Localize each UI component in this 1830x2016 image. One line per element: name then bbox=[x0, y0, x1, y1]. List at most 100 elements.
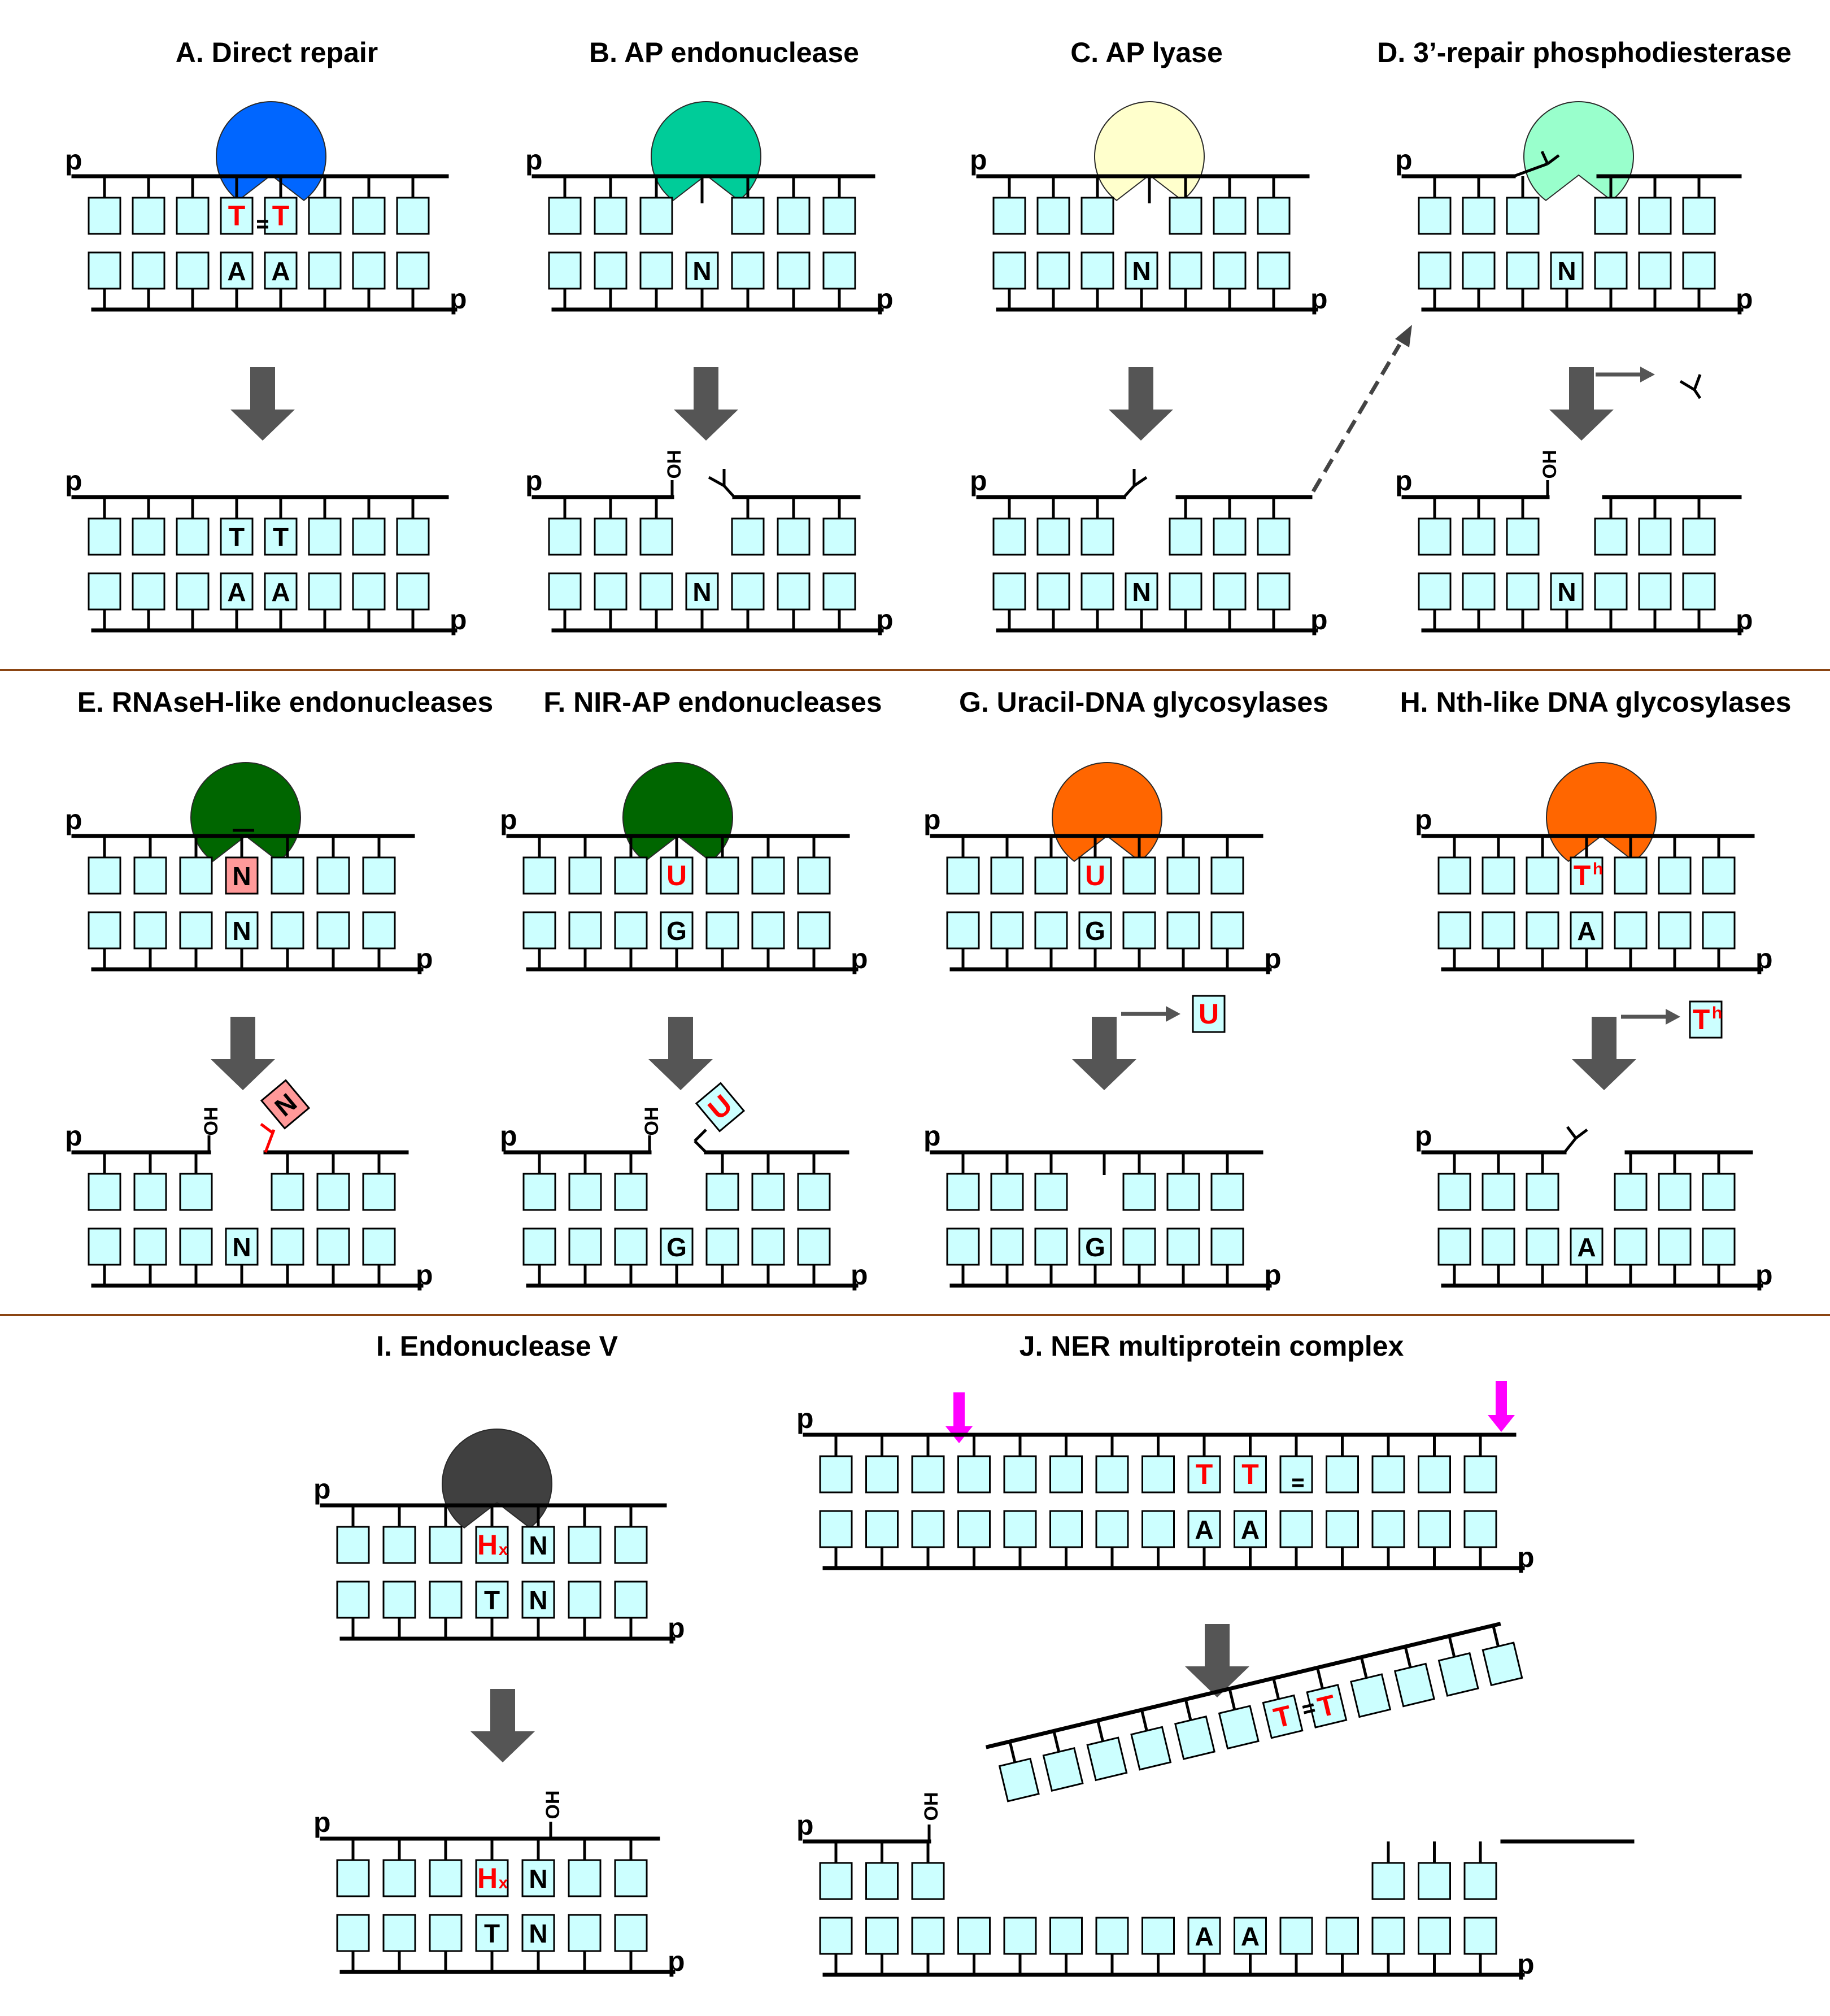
base bbox=[568, 1173, 602, 1211]
base-box bbox=[751, 1173, 785, 1211]
base bbox=[1034, 1227, 1068, 1266]
rna-link bbox=[260, 1123, 273, 1134]
base-box bbox=[382, 1914, 416, 1952]
base bbox=[362, 911, 396, 950]
base bbox=[132, 251, 165, 290]
base bbox=[1350, 1673, 1392, 1718]
panel-title: C. AP lyase bbox=[1070, 37, 1223, 68]
base: N bbox=[1550, 572, 1584, 611]
base bbox=[396, 517, 430, 556]
base bbox=[316, 911, 350, 950]
panel-title: I. Endonuclease V bbox=[376, 1330, 618, 1362]
base bbox=[316, 1173, 350, 1211]
base bbox=[797, 1227, 831, 1266]
base-box bbox=[1192, 995, 1226, 1033]
base-box bbox=[475, 1580, 509, 1619]
base-box bbox=[865, 1917, 899, 1955]
base: U bbox=[1192, 995, 1226, 1033]
base bbox=[132, 197, 165, 235]
base: N bbox=[685, 251, 719, 290]
base-subscript: h bbox=[1593, 860, 1603, 878]
base bbox=[396, 572, 430, 611]
dRP-stub bbox=[1133, 476, 1148, 487]
duplex-b-after: Npp bbox=[525, 465, 894, 635]
base-box bbox=[614, 1173, 648, 1211]
base bbox=[990, 856, 1024, 895]
base-box bbox=[220, 197, 254, 235]
base-box bbox=[1034, 911, 1068, 950]
base-box bbox=[521, 1526, 555, 1564]
strand-end-label: p bbox=[65, 465, 82, 497]
base-box bbox=[1506, 197, 1540, 235]
base-box bbox=[176, 572, 210, 611]
base-box bbox=[1570, 856, 1604, 895]
process-arrow bbox=[470, 1689, 535, 1762]
base bbox=[179, 856, 213, 895]
base-box bbox=[1122, 856, 1156, 895]
base-box bbox=[1257, 572, 1291, 611]
duplex-c-after: Npp bbox=[970, 465, 1328, 635]
hydroxyl-label: OH bbox=[542, 1791, 564, 1819]
base bbox=[1166, 911, 1200, 950]
strand-end-label: p bbox=[1264, 1259, 1282, 1291]
base bbox=[1213, 251, 1247, 290]
base-box bbox=[705, 1227, 739, 1266]
base-box bbox=[1702, 911, 1736, 950]
base-box bbox=[88, 517, 121, 556]
base bbox=[1526, 1173, 1559, 1211]
base bbox=[133, 1173, 167, 1211]
base bbox=[271, 1227, 304, 1266]
base-box bbox=[1257, 197, 1291, 235]
base-box bbox=[220, 572, 254, 611]
base bbox=[614, 856, 648, 895]
base-box bbox=[568, 1859, 602, 1897]
base-box bbox=[957, 1510, 991, 1548]
base-box bbox=[1122, 911, 1156, 950]
base-box bbox=[264, 251, 298, 290]
base-box bbox=[548, 251, 582, 290]
enzyme-icon bbox=[190, 762, 302, 862]
base-box bbox=[1689, 1000, 1723, 1039]
base-box bbox=[685, 572, 719, 611]
base-box bbox=[614, 1914, 648, 1952]
base-box bbox=[1371, 1917, 1405, 1955]
base-box bbox=[594, 251, 628, 290]
base-box bbox=[352, 517, 386, 556]
base: N bbox=[521, 1526, 555, 1564]
base: T bbox=[220, 197, 254, 235]
base-box bbox=[865, 1862, 899, 1900]
base-box bbox=[133, 1173, 167, 1211]
base bbox=[522, 856, 556, 895]
base-box bbox=[1279, 1510, 1313, 1548]
base bbox=[777, 572, 811, 611]
panel-title: H. Nth-like DNA glycosylases bbox=[1400, 686, 1792, 718]
base bbox=[1682, 251, 1716, 290]
strand-end-label: p bbox=[668, 1612, 685, 1644]
base bbox=[639, 517, 673, 556]
base bbox=[639, 572, 673, 611]
base bbox=[1326, 1455, 1359, 1494]
base: A bbox=[220, 572, 254, 611]
base bbox=[1257, 517, 1291, 556]
base: A bbox=[264, 572, 298, 611]
release-arrow bbox=[1596, 367, 1655, 382]
base bbox=[429, 1914, 463, 1952]
base-box bbox=[1034, 1227, 1068, 1266]
base-box bbox=[1213, 517, 1247, 556]
base bbox=[429, 1859, 463, 1897]
base-box bbox=[1702, 1227, 1736, 1266]
base bbox=[1080, 572, 1114, 611]
base-box bbox=[705, 911, 739, 950]
backbone-tick bbox=[1096, 1720, 1104, 1742]
base-box bbox=[797, 911, 831, 950]
base bbox=[1080, 251, 1114, 290]
base-box bbox=[522, 1227, 556, 1266]
base-box bbox=[1003, 1510, 1037, 1548]
base-box bbox=[316, 1227, 350, 1266]
base bbox=[990, 1173, 1024, 1211]
base-box bbox=[1482, 911, 1515, 950]
lesion-base: N bbox=[260, 1079, 311, 1130]
base: A bbox=[1570, 1227, 1604, 1266]
strand-end-label: p bbox=[313, 1806, 331, 1838]
